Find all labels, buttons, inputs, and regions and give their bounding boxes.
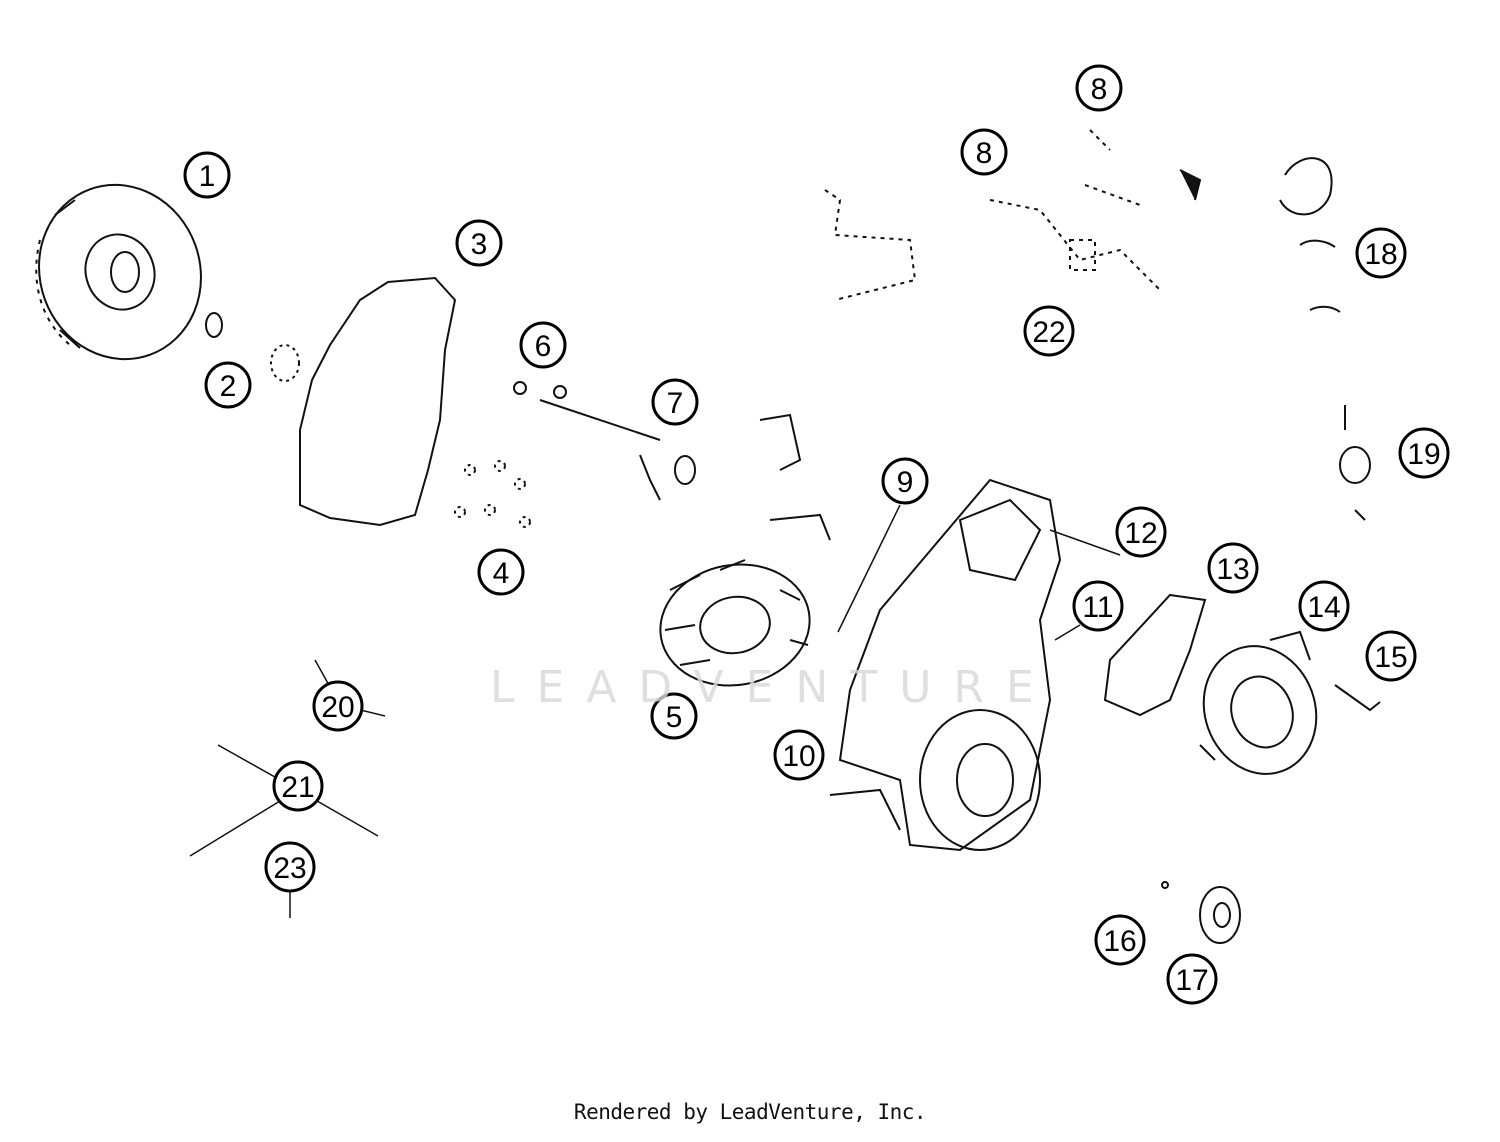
callout-label-18: 18 bbox=[1364, 238, 1397, 271]
callout-5[interactable]: 5 bbox=[650, 692, 698, 740]
callout-18[interactable]: 18 bbox=[1355, 227, 1407, 279]
callout-4[interactable]: 4 bbox=[477, 548, 525, 596]
callout-label-3: 3 bbox=[471, 228, 488, 261]
part-bolts[interactable] bbox=[454, 460, 531, 528]
callout-label-1: 1 bbox=[199, 160, 216, 193]
callout-label-14: 14 bbox=[1307, 591, 1340, 624]
callout-label-23: 23 bbox=[273, 852, 306, 885]
callout-1[interactable]: 1 bbox=[183, 151, 231, 199]
callout-label-7: 7 bbox=[667, 387, 684, 420]
callout-label-19: 19 bbox=[1407, 438, 1440, 471]
callout-15[interactable]: 15 bbox=[1365, 630, 1417, 682]
callout-11[interactable]: 11 bbox=[1072, 580, 1124, 632]
callout-19[interactable]: 19 bbox=[1398, 427, 1450, 479]
callout-label-6: 6 bbox=[535, 330, 552, 363]
callout-6[interactable]: 6 bbox=[519, 321, 567, 369]
callout-10[interactable]: 10 bbox=[773, 729, 825, 781]
part-cover-gasket[interactable] bbox=[1103, 593, 1207, 717]
footer-credit: Rendered by LeadVenture, Inc. bbox=[573, 1100, 927, 1124]
callout-2[interactable]: 2 bbox=[204, 361, 252, 409]
part-cover-bolt[interactable] bbox=[1334, 684, 1381, 712]
callout-20[interactable]: 20 bbox=[312, 680, 364, 732]
callout-label-2: 2 bbox=[220, 370, 237, 403]
callout-label-11: 11 bbox=[1082, 591, 1113, 624]
part-wire-harness[interactable] bbox=[513, 381, 831, 541]
callout-12[interactable]: 12 bbox=[1115, 506, 1167, 558]
callout-21[interactable]: 21 bbox=[272, 760, 324, 812]
callout-label-9: 9 bbox=[897, 466, 914, 499]
callout-label-20: 20 bbox=[321, 691, 354, 724]
callout-label-22: 22 bbox=[1032, 316, 1065, 349]
callout-14[interactable]: 14 bbox=[1298, 580, 1350, 632]
callout-label-8a: 8 bbox=[1091, 73, 1108, 106]
callout-label-15: 15 bbox=[1374, 641, 1407, 674]
part-starter-cover[interactable] bbox=[1186, 630, 1334, 790]
callout-22[interactable]: 22 bbox=[1023, 305, 1075, 357]
part-clip[interactable] bbox=[1179, 169, 1202, 201]
callout-9[interactable]: 9 bbox=[881, 457, 929, 505]
callout-17[interactable]: 17 bbox=[1166, 953, 1218, 1005]
part-flywheel[interactable] bbox=[15, 162, 226, 382]
part-sensor-bracket[interactable] bbox=[824, 129, 1161, 301]
part-gasket[interactable] bbox=[299, 276, 457, 527]
callout-label-4: 4 bbox=[493, 557, 510, 590]
callout-8b[interactable]: 8 bbox=[960, 128, 1008, 176]
callout-16[interactable]: 16 bbox=[1094, 914, 1146, 966]
part-valve[interactable] bbox=[1339, 405, 1371, 521]
part-springs[interactable] bbox=[1279, 157, 1341, 313]
part-washer[interactable] bbox=[205, 312, 300, 382]
part-stator[interactable] bbox=[651, 553, 820, 697]
callout-label-5: 5 bbox=[666, 701, 683, 734]
callout-label-10: 10 bbox=[782, 740, 815, 773]
callout-label-13: 13 bbox=[1216, 553, 1249, 586]
callout-layer: 1 2 3 4 5 6 7 8 8 9 10 11 12 13 14 15 16… bbox=[183, 64, 1450, 1005]
callout-7[interactable]: 7 bbox=[651, 378, 699, 426]
callout-3[interactable]: 3 bbox=[455, 219, 503, 267]
callout-label-8b: 8 bbox=[976, 137, 993, 170]
part-o-ring[interactable] bbox=[1161, 881, 1169, 889]
callout-label-21: 21 bbox=[281, 771, 314, 804]
callout-label-17: 17 bbox=[1175, 964, 1208, 997]
callout-23[interactable]: 23 bbox=[264, 841, 316, 893]
callout-label-12: 12 bbox=[1124, 517, 1157, 550]
part-crankcase-cover[interactable] bbox=[829, 478, 1062, 852]
callout-label-16: 16 bbox=[1103, 925, 1136, 958]
callout-13[interactable]: 13 bbox=[1207, 542, 1259, 594]
callout-8a[interactable]: 8 bbox=[1075, 64, 1123, 112]
part-plug[interactable] bbox=[1199, 886, 1241, 944]
